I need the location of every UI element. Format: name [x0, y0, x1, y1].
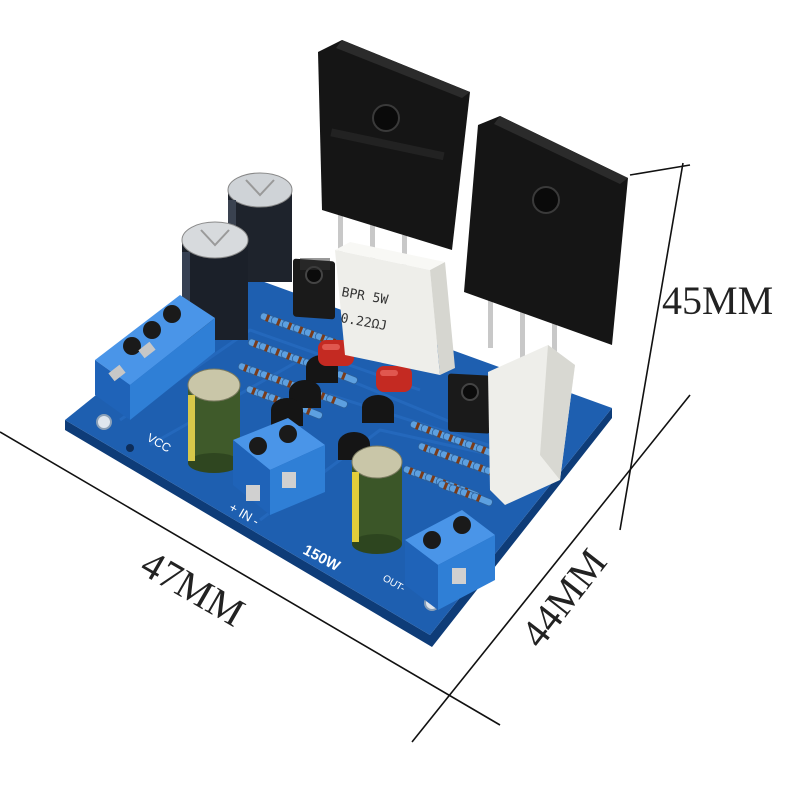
resistor-band [261, 391, 268, 399]
width-dimension-line [0, 431, 501, 726]
resistor-band [297, 326, 304, 334]
width-dimension-label: 47MM [134, 541, 253, 636]
resistor-band [250, 387, 257, 395]
dimension-lines [0, 162, 691, 743]
driver-transistor-right [448, 373, 490, 434]
resistor-band [286, 322, 293, 330]
resistor-band [252, 340, 259, 348]
resistor-band [253, 368, 260, 376]
resistor-band [442, 482, 449, 490]
height-tick-top [629, 164, 691, 176]
resistor-band [418, 471, 425, 479]
depth-dimension-line [411, 394, 691, 743]
resistor-band [436, 430, 443, 438]
resistor-band [319, 392, 326, 400]
resistor [325, 394, 348, 409]
resistor-band [466, 460, 473, 468]
power-terminal-block [95, 295, 215, 420]
green-capacitor-right [351, 445, 403, 554]
resistor-band [305, 407, 312, 415]
resistor-band [264, 314, 271, 322]
output-terminal-block [405, 510, 495, 610]
resistor-band [272, 395, 279, 403]
green-capacitor-left [187, 368, 241, 473]
resistor-band [242, 364, 249, 372]
resistor [470, 492, 493, 507]
power-transistor-right [464, 116, 628, 368]
resistor-band [340, 372, 347, 380]
input-terminal-block [233, 418, 325, 515]
resistor-band [422, 444, 429, 452]
resistor-band [444, 452, 451, 460]
resistor-band [469, 442, 476, 450]
height-dimension-line [619, 162, 684, 531]
resistor-band [275, 318, 282, 326]
resistor-band [425, 426, 432, 434]
resistor-band [264, 372, 271, 380]
resistor-band [296, 356, 303, 364]
resistor-band [480, 446, 487, 454]
resistor-band [285, 352, 292, 360]
resistor-band [263, 344, 270, 352]
resistor-band [453, 486, 460, 494]
driver-transistor-left [293, 258, 335, 320]
resistor-band [464, 490, 471, 498]
resistor-band [319, 334, 326, 342]
resistor-band [455, 456, 462, 464]
resistor-band [447, 434, 454, 442]
resistor-band [274, 348, 281, 356]
resistor-band [458, 438, 465, 446]
resistor-band [429, 475, 436, 483]
resistor-band [414, 422, 421, 430]
resistor-band [475, 494, 482, 502]
resistor-band [275, 376, 282, 384]
resistor-band [286, 380, 293, 388]
resistor-band [477, 464, 484, 472]
emitter-resistor-left: BPR 5W 0.22ΩJ [335, 242, 455, 375]
resistor-band [308, 330, 315, 338]
resistor-band [433, 448, 440, 456]
resistor-band [330, 396, 337, 404]
emitter-resistor-right [488, 345, 575, 505]
height-dimension-label: 45MM [662, 278, 773, 323]
resistor-band [407, 467, 414, 475]
